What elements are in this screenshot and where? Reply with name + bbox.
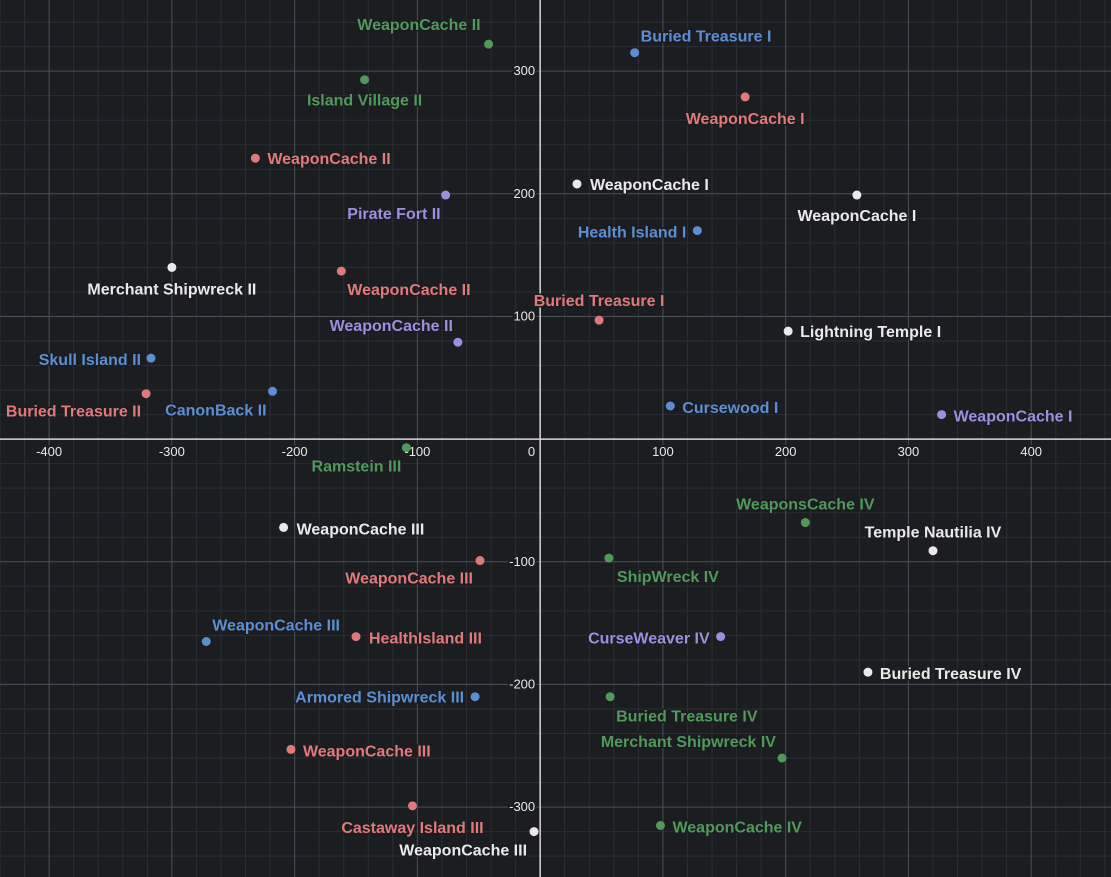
y-tick-label: -100 [509,554,535,569]
point-label: Buried Treasure I [641,29,772,46]
point-label: WeaponCache III [399,843,527,860]
data-point [141,389,151,399]
data-point [604,553,614,563]
x-tick-label: -200 [282,444,308,459]
point-label: Buried Treasure IV [616,709,758,726]
x-tick-label: 300 [898,444,920,459]
point-label: Island Village II [307,93,422,110]
x-tick-label: 100 [652,444,674,459]
x-tick-label: 0 [528,444,535,459]
point-label: Lightning Temple I [800,324,941,341]
data-point [692,226,702,236]
data-point [716,632,726,642]
data-point [407,801,417,811]
data-point [937,410,947,420]
data-point [286,744,296,754]
point-label: WeaponCache IV [672,819,802,836]
data-point [250,153,260,163]
point-label: WeaponCache III [212,617,340,634]
data-point [336,266,346,276]
point-label: Cursewood I [682,400,778,417]
point-label: WeaponCache II [357,17,480,34]
y-tick-label: -200 [509,676,535,691]
point-label: WeaponCache I [954,409,1073,426]
data-point [351,632,361,642]
point-label: WeaponCache I [590,177,709,194]
data-point [146,353,156,363]
data-point [453,337,463,347]
data-point [360,75,370,85]
point-label: CurseWeaver IV [588,631,710,648]
point-label: WeaponCache I [797,208,916,225]
point-label: CanonBack II [165,402,266,419]
point-label: Skull Island II [39,352,141,369]
point-label: WeaponCache III [345,571,473,588]
point-label: Temple Nautilia IV [865,525,1002,542]
data-point [928,546,938,556]
data-point [783,326,793,336]
point-label: Merchant Shipwreck II [87,281,256,298]
point-label: HealthIsland III [369,631,482,648]
data-point [470,692,480,702]
data-point [800,518,810,528]
data-point [630,48,640,58]
point-label: WeaponsCache IV [736,497,875,514]
data-point [529,827,539,837]
point-label: Buried Treasure I [534,293,665,310]
data-point [777,753,787,763]
point-label: Buried Treasure IV [880,666,1022,683]
data-point [279,522,289,532]
y-tick-label: 100 [513,308,535,323]
point-label: WeaponCache II [267,151,390,168]
point-label: Ramstein III [312,459,402,476]
point-label: Health Island I [578,225,686,242]
data-point [572,179,582,189]
point-label: WeaponCache III [303,743,431,760]
data-point [401,443,411,453]
data-point [863,667,873,677]
y-tick-label: -300 [509,799,535,814]
x-tick-label: 200 [775,444,797,459]
data-point [441,190,451,200]
data-point [665,401,675,411]
data-point [167,262,177,272]
x-tick-label: -300 [159,444,185,459]
data-point [605,692,615,702]
data-points [141,39,947,837]
x-tick-label: -400 [36,444,62,459]
point-label: Merchant Shipwreck IV [601,734,776,751]
point-label: WeaponCache II [330,318,453,335]
data-point [655,820,665,830]
point-label: Pirate Fort II [347,206,440,223]
point-label: WeaponCache I [686,111,805,128]
data-point [594,315,604,325]
point-label: Armored Shipwreck III [295,690,464,707]
point-label: ShipWreck IV [617,569,719,586]
data-point [268,386,278,396]
data-point [201,636,211,646]
data-point [852,190,862,200]
point-label: Buried Treasure II [6,404,141,421]
x-tick-label: 400 [1020,444,1042,459]
y-tick-label: 200 [513,186,535,201]
data-point [484,39,494,49]
point-labels: WeaponCache II Island Village II Buried Tr… [4,16,1074,861]
point-label: WeaponCache III [297,521,425,538]
point-label: Castaway Island III [341,820,483,837]
point-label: WeaponCache II [347,282,470,299]
y-tick-label: 300 [513,63,535,78]
data-point [740,92,750,102]
data-point [475,556,485,566]
